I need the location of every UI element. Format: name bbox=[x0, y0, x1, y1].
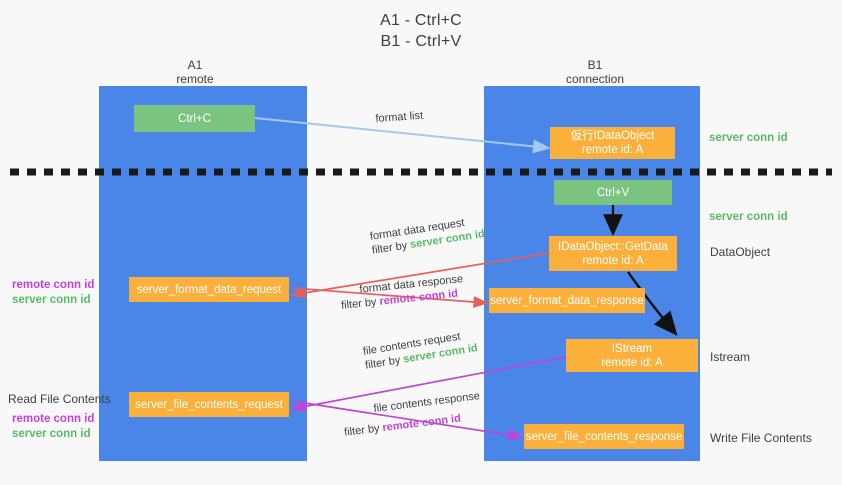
box-file-resp-label: server_file_contents_response bbox=[525, 430, 683, 443]
box-istream[interactable]: IStream remote id: A bbox=[566, 339, 698, 372]
lane-a1-title: A1 bbox=[187, 58, 203, 72]
edge-file-resp-filter-key: remote conn id bbox=[381, 412, 462, 435]
left-server-conn-2-text: server conn id bbox=[12, 428, 91, 440]
edge-label-format-data-request: format data request filter by server con… bbox=[369, 213, 486, 258]
edge-label-format-list: format list bbox=[375, 109, 424, 126]
left-remote-conn-1-text: remote conn id bbox=[12, 279, 95, 291]
box-idataobject[interactable]: 仮行IDataObject remote id: A bbox=[550, 127, 675, 159]
edge-file-resp-filter-prefix: filter by bbox=[343, 422, 384, 439]
box-getdata-line1: IDataObject::GetData bbox=[558, 240, 668, 253]
right-dataobject-text: DataObject bbox=[710, 245, 771, 259]
box-server-file-contents-response[interactable]: server_file_contents_response bbox=[524, 424, 684, 449]
left-label-read-file-contents: Read File Contents bbox=[8, 392, 111, 407]
edge-label-format-data-response: format data response filter by remote co… bbox=[339, 272, 465, 313]
box-idataobject-line1: 仮行IDataObject bbox=[570, 130, 655, 142]
page-title: A1 - Ctrl+C B1 - Ctrl+V bbox=[0, 10, 842, 52]
box-idataobject-line2: remote id: A bbox=[581, 144, 644, 156]
right-write-file-contents-text: Write File Contents bbox=[710, 431, 812, 445]
box-ctrl-v-label: Ctrl+V bbox=[596, 186, 630, 199]
box-file-req-label: server_file_contents_request bbox=[135, 398, 283, 411]
right-istream-text: Istream bbox=[710, 350, 751, 364]
right-label-server-conn-2: server conn id bbox=[709, 210, 788, 225]
box-getdata-line2: remote id: A bbox=[582, 254, 644, 267]
edge-label-file-contents-response: file contents response filter by remote … bbox=[341, 389, 483, 440]
right-server-conn-2-text: server conn id bbox=[709, 211, 788, 223]
left-read-file-contents-text: Read File Contents bbox=[8, 392, 111, 406]
box-ctrl-c-label: Ctrl+C bbox=[178, 112, 211, 125]
right-label-write-file-contents: Write File Contents bbox=[710, 431, 812, 446]
box-istream-line2: remote id: A bbox=[601, 356, 663, 369]
right-label-dataobject: DataObject bbox=[710, 245, 770, 260]
box-server-file-contents-request[interactable]: server_file_contents_request bbox=[129, 392, 289, 417]
box-fmt-resp-label: server_format_data_response bbox=[490, 294, 644, 307]
left-remote-conn-2-text: remote conn id bbox=[12, 413, 95, 425]
left-label-conn-pair-2: remote conn id server conn id bbox=[12, 412, 94, 442]
right-server-conn-1-text: server conn id bbox=[709, 132, 788, 144]
lane-b1-title: B1 bbox=[587, 58, 603, 72]
box-server-format-data-response[interactable]: server_format_data_response bbox=[489, 288, 645, 313]
edge-format-list-text: format list bbox=[375, 109, 424, 125]
box-server-format-data-request[interactable]: server_format_data_request bbox=[129, 277, 289, 302]
left-label-conn-pair-1: remote conn id server conn id bbox=[12, 278, 94, 308]
box-idataobject-getdata[interactable]: IDataObject::GetData remote id: A bbox=[549, 236, 677, 271]
title-line-1: A1 - Ctrl+C bbox=[380, 12, 462, 29]
lane-a1-subtitle: remote bbox=[176, 72, 214, 86]
title-line-2: B1 - Ctrl+V bbox=[380, 33, 462, 50]
right-label-istream: Istream bbox=[710, 350, 750, 365]
lane-b1-subtitle: connection bbox=[565, 72, 625, 86]
right-label-server-conn-1: server conn id bbox=[709, 131, 788, 146]
box-ctrl-c[interactable]: Ctrl+C bbox=[134, 105, 255, 132]
lane-header-a1: A1 remote bbox=[140, 58, 250, 86]
left-server-conn-1-text: server conn id bbox=[12, 294, 91, 306]
box-istream-line1: IStream bbox=[611, 342, 653, 355]
box-fmt-req-label: server_format_data_request bbox=[136, 283, 282, 296]
box-ctrl-v[interactable]: Ctrl+V bbox=[554, 180, 672, 205]
lane-header-b1: B1 connection bbox=[540, 58, 650, 86]
edge-fmt-resp-filter-prefix: filter by bbox=[340, 295, 381, 312]
edge-label-file-contents-request: file contents request filter by server c… bbox=[362, 327, 479, 372]
